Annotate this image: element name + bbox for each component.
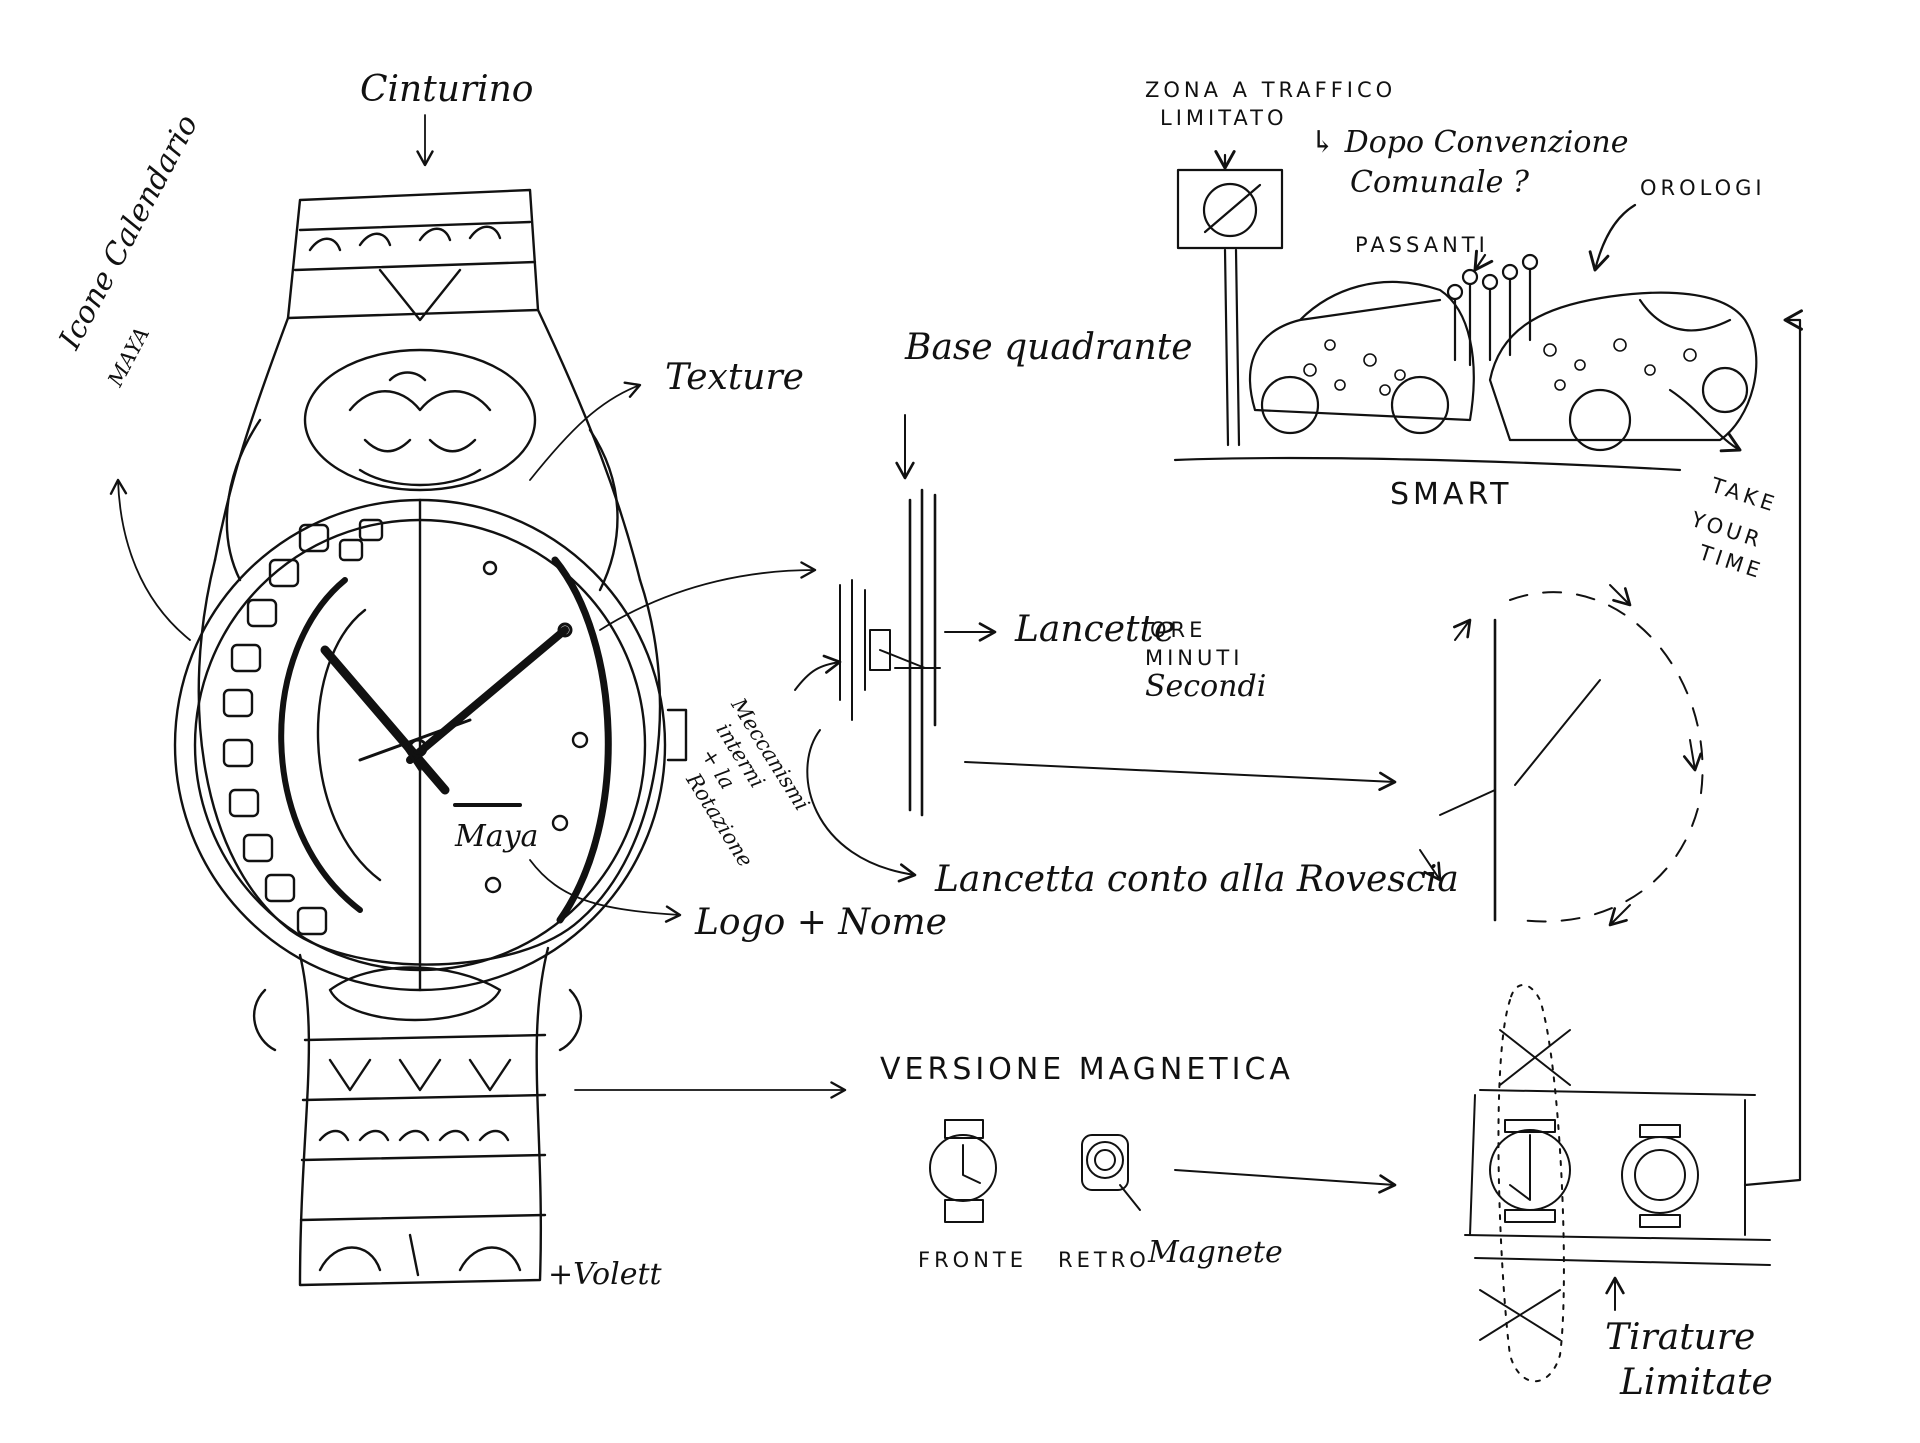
exploded-side-view [794,414,1397,883]
orologi-label: OROLOGI [1640,176,1766,200]
passanti-label: PASSANTI [1355,233,1489,257]
comunale-label: Comunale ? [1350,165,1529,200]
cinturino-label: Cinturino [360,69,534,110]
ztl-sign [1176,168,1284,250]
lower-strap [298,946,550,1287]
limitate-label: Limitate [1620,1362,1773,1403]
passers-by [1453,268,1532,367]
magnete-label: Magnete [1148,1235,1283,1270]
limitato-label: LIMITATO [1160,106,1288,130]
maya-dial-label: Maya [455,819,539,854]
lancetta-conto-label: Lancetta conto alla Rovescia [935,859,1459,900]
upper-strap [286,188,540,320]
countdown-diagram [1419,584,1704,927]
secondi-label: Secondi [1145,669,1267,704]
dopo-convenzione-label: ↳ Dopo Convenzione [1310,125,1629,160]
minute-hand [406,626,569,764]
ore-label: ORE [1150,618,1207,642]
car-scene [1173,150,1803,1187]
tirature-label: Tirature [1605,1317,1756,1358]
texture-label: Texture [665,357,804,398]
smart-label: SMART [1390,477,1513,512]
signature-text: +Volett [548,1257,662,1292]
lancette-label: Lancette [1015,609,1176,650]
watch-case [197,558,662,966]
calendar-ring-icons [222,518,384,936]
logo-nome-label: Logo + Nome [695,902,947,943]
minuti-label: MINUTI [1145,646,1244,670]
retro-label: RETRO [1058,1248,1150,1272]
base-quadrante-label: Base quadrante [905,327,1193,368]
versione-magnetica-label: VERSIONE MAGNETICA [880,1052,1294,1087]
watch-illustration [173,188,688,1287]
front-watch [929,1134,997,1202]
zona-traffico-label: ZONA A TRAFFICO [1145,78,1397,102]
watch-annotation-arrows [109,114,847,1099]
fronte-label: FRONTE [918,1248,1028,1272]
magnetic-version [929,984,1771,1383]
car-left [1248,280,1475,422]
back-watch [1086,1141,1124,1179]
